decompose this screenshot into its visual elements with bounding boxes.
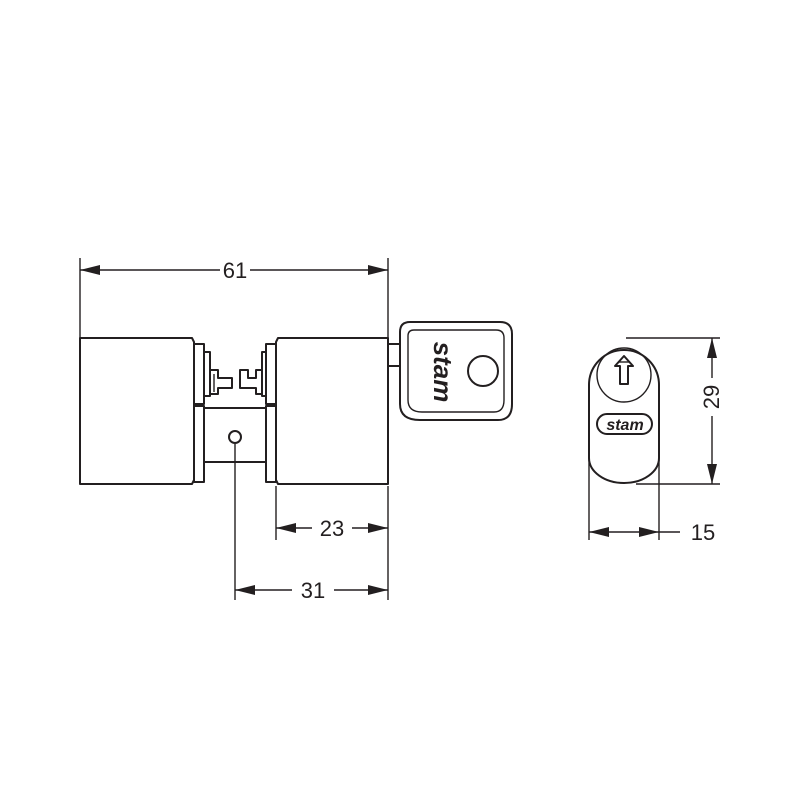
- cylinder-face-view: stam: [588, 347, 660, 484]
- dimension-label-29: 29: [699, 385, 724, 409]
- face-brand-logo: stam: [606, 417, 643, 434]
- dimension-label-15: 15: [691, 520, 715, 545]
- dimension-height: 29: [626, 337, 724, 485]
- dimension-cam-offset: 31: [234, 444, 389, 603]
- left-cylinder-body: [79, 337, 233, 485]
- dimension-width: 15: [588, 458, 715, 545]
- dimension-inner-half-length: 23: [275, 486, 388, 541]
- right-cylinder-body: [239, 337, 389, 485]
- dimension-label-61: 61: [223, 258, 247, 283]
- key-brand-logo: stam: [428, 342, 458, 403]
- dimension-overall-length: 61: [79, 258, 389, 338]
- dimension-label-23: 23: [320, 516, 344, 541]
- key: stam: [387, 321, 513, 421]
- dimension-label-31: 31: [301, 578, 325, 603]
